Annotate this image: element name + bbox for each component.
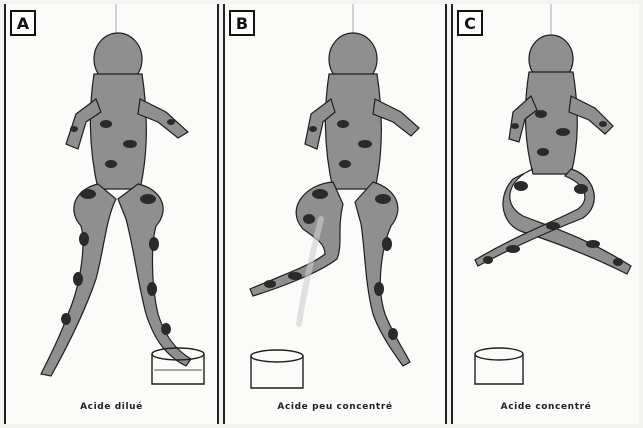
panel-c: C Acide c [451,4,639,424]
panel-b: B [223,4,447,424]
beaker-icon [475,348,523,384]
panel-caption-b: Acide peu concentré [225,402,445,412]
frog-illustration-b [225,4,447,424]
panel-caption-c: Acide concentré [453,402,639,412]
panel-a: A [4,4,219,424]
frog-illustration-c [453,4,639,424]
frog-illustration-a [6,4,219,424]
beaker-icon [251,350,303,388]
panel-caption-a: Acide dilué [6,402,217,412]
